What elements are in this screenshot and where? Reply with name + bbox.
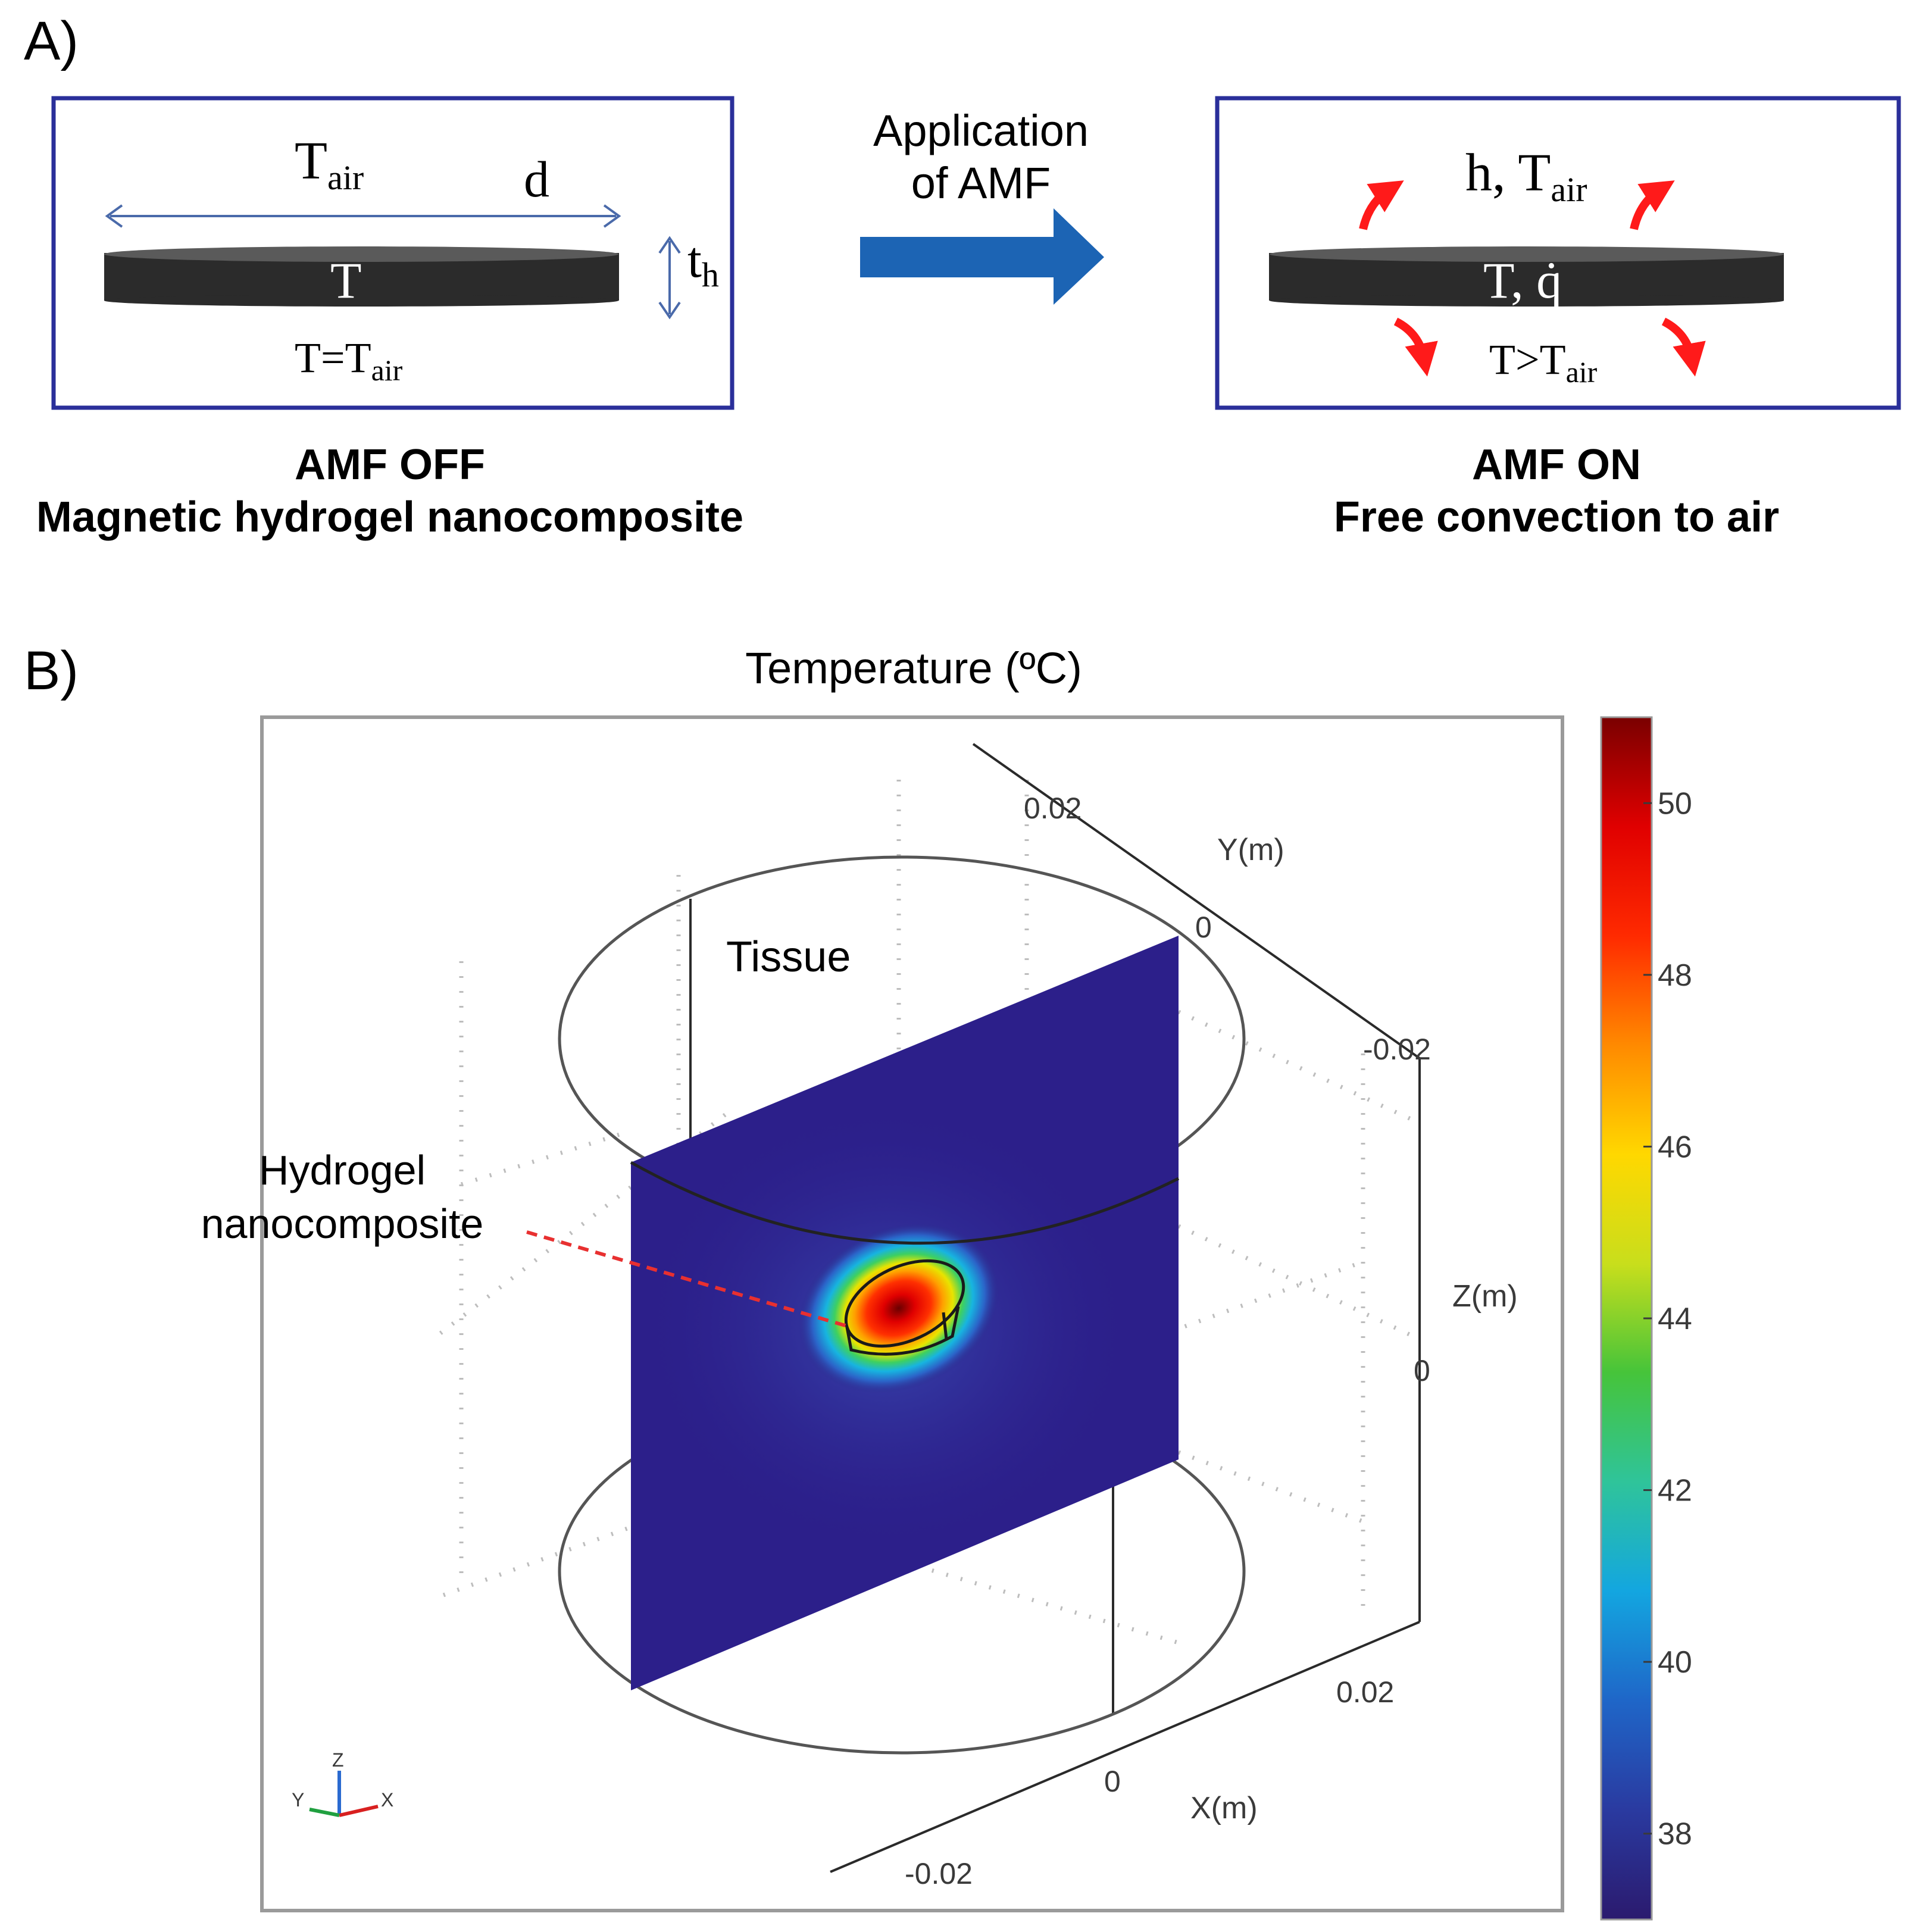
amf-off-caption: AMF OFF — [295, 441, 485, 489]
diameter-arrow-right-head — [603, 204, 621, 228]
triad-y-axis — [309, 1808, 340, 1817]
x-axis-label: X(m) — [1190, 1791, 1258, 1825]
colorbar: 50 48 46 44 42 40 38 — [1600, 716, 1692, 1921]
heat-arrow-bottom-left — [1393, 317, 1438, 377]
amf-off-subcaption: Magnetic hydrogel nanocomposite — [36, 493, 743, 541]
hydrogel-disc-heated — [1269, 246, 1784, 307]
triad-x-label: X — [381, 1789, 393, 1811]
thickness-label: th — [687, 231, 719, 294]
h-t-air-label: h, Tair — [1465, 143, 1587, 209]
diameter-arrow-left-head — [105, 204, 123, 228]
triad-x-axis — [339, 1805, 379, 1817]
amf-on-caption: AMF ON — [1472, 441, 1641, 489]
amf-on-subcaption: Free convection to air — [1334, 493, 1779, 541]
thickness-arrow-bottom-head — [658, 301, 681, 320]
amf-on-box: h, Tair T, q̇ T>Tair — [1215, 96, 1901, 410]
orientation-triad: Z X Y — [292, 1749, 393, 1817]
z-axis-label: Z(m) — [1452, 1279, 1518, 1314]
heat-arrow-bottom-right — [1661, 317, 1706, 377]
cylinder-front-arc — [630, 1161, 1180, 1245]
amf-arrow — [860, 208, 1104, 305]
arrow-caption-line1: Application — [873, 106, 1089, 155]
arrow-caption-line2: of AMF — [911, 158, 1051, 208]
colorbar-ticks: 50 48 46 44 42 40 38 — [1643, 786, 1692, 1852]
hydrogel-label-line2: nanocomposite — [201, 1201, 484, 1247]
z-tick-0: 0 — [1414, 1354, 1430, 1387]
heat-arrow-top-right — [1630, 180, 1675, 230]
plot-title: Temperature (ºC) — [745, 643, 1082, 693]
colorbar-tick-label: 46 — [1658, 1130, 1692, 1164]
x-tick-0: 0.02 — [1336, 1675, 1394, 1709]
y-tick-2: -0.02 — [1363, 1033, 1431, 1066]
hydrogel-disc — [104, 246, 619, 307]
inequality-label: T>Tair — [1489, 336, 1598, 389]
y-axis-label: Y(m) — [1217, 833, 1284, 867]
thickness-arrow-top-head — [658, 236, 681, 254]
panel-b-label: B) — [24, 640, 79, 701]
triad-z-label: Z — [332, 1749, 344, 1771]
amf-off-box: Tair d T th T=Tair — [51, 96, 734, 410]
hydrogel-disc-outline — [844, 1259, 965, 1356]
equilibrium-label: T=Tair — [295, 334, 403, 387]
colorbar-tick-label: 40 — [1658, 1645, 1692, 1680]
diameter-label: d — [524, 151, 549, 208]
y-tick-0: 0.02 — [1024, 792, 1082, 825]
hydrogel-label-line1: Hydrogel — [259, 1147, 426, 1193]
t-air-label: Tair — [295, 132, 364, 197]
disc-temperature-label: T — [330, 252, 362, 309]
y-tick-1: 0 — [1195, 911, 1212, 944]
colorbar-tick-label: 44 — [1658, 1302, 1692, 1336]
hydrogel-pointer-line — [526, 1230, 852, 1329]
heat-arrow-top-left — [1359, 180, 1404, 230]
colorbar-tick-label: 38 — [1658, 1817, 1692, 1852]
dotted-grid — [439, 780, 1421, 1645]
colorbar-tick-label: 42 — [1658, 1474, 1692, 1508]
x-tick-2: -0.02 — [905, 1857, 973, 1890]
colorbar-strip — [1600, 716, 1653, 1921]
triad-y-label: Y — [292, 1789, 304, 1811]
x-tick-1: 0 — [1104, 1765, 1121, 1798]
panel-a-label: A) — [24, 11, 79, 71]
temperature-slice — [630, 936, 1180, 1690]
axis-annotations: Y(m) 0.02 0 -0.02 Z(m) 0 X(m) 0.02 0 -0.… — [905, 792, 1518, 1890]
colorbar-tick-label: 50 — [1658, 786, 1692, 821]
tissue-label: Tissue — [726, 933, 851, 981]
disc-heat-label: T, q̇ — [1483, 252, 1562, 309]
colorbar-tick-label: 48 — [1658, 958, 1692, 993]
